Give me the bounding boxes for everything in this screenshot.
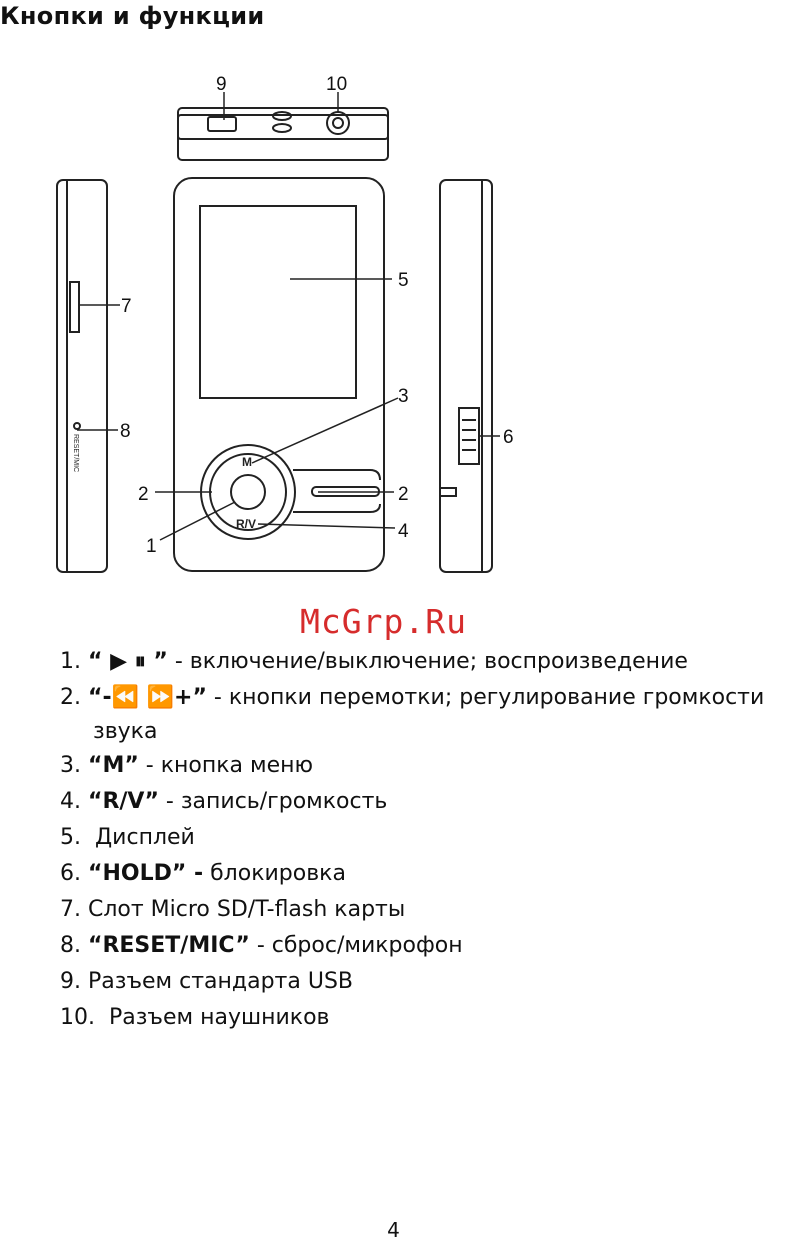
- list-item: 2. “-⏪ ⏩+” - кнопки перемотки; регулиров…: [60, 685, 765, 744]
- menu-label: M: [242, 455, 252, 469]
- watermark: McGrp.Ru: [300, 602, 467, 641]
- list-item: 7. Слот Micro SD/T-flash карты: [60, 897, 406, 922]
- callout-lines: [77, 92, 500, 541]
- callout-2-right: 2: [398, 484, 409, 505]
- callout-9: 9: [216, 74, 227, 95]
- callout-8: 8: [120, 421, 131, 442]
- callout-numbers: 9 10 7 8 5 3 2 2 1 4 6: [120, 74, 514, 557]
- list-item: 6. “HOLD” - блокировка: [60, 861, 346, 886]
- list-item: 3. “M” - кнопка меню: [60, 753, 314, 778]
- callout-10: 10: [326, 74, 347, 95]
- usb-port: [207, 116, 237, 132]
- list-item: 9. Разъем стандарта USB: [60, 969, 353, 994]
- callout-6: 6: [503, 427, 514, 448]
- list-item: 1. “ ▶ ⏸ ” - включение/выключение; воспр…: [60, 649, 688, 674]
- callout-2-left: 2: [138, 484, 149, 505]
- right-side-view: [439, 179, 493, 573]
- left-side-view: [56, 179, 108, 573]
- callout-5: 5: [398, 270, 409, 291]
- function-list: 1. “ ▶ ⏸ ” - включение/выключение; воспр…: [60, 644, 790, 1036]
- callout-1: 1: [146, 536, 157, 557]
- callout-3: 3: [398, 386, 409, 407]
- device-diagram: M R/V RESET/MIC 9 10 7 8 5 3 2 2 1 4 6: [56, 74, 514, 573]
- page-number: 4: [387, 1218, 400, 1242]
- list-item: 5. Дисплей: [60, 825, 195, 850]
- play-pause-button: [230, 474, 266, 510]
- rec-vol-label: R/V: [236, 517, 256, 531]
- list-item: 10. Разъем наушников: [60, 1005, 330, 1030]
- sd-slot: [69, 281, 80, 333]
- front-view: [173, 177, 385, 572]
- list-item: 8. “RESET/MIC” - сброс/микрофон: [60, 933, 463, 958]
- page-title: Кнопки и функции: [0, 2, 265, 30]
- hold-switch: [458, 407, 480, 465]
- callout-7: 7: [121, 296, 132, 317]
- top-view: [177, 107, 389, 161]
- callout-4: 4: [398, 521, 409, 542]
- list-item: 4. “R/V” - запись/громкость: [60, 789, 388, 814]
- reset-mic-label: RESET/MIC: [72, 434, 79, 472]
- display-screen: [199, 205, 357, 399]
